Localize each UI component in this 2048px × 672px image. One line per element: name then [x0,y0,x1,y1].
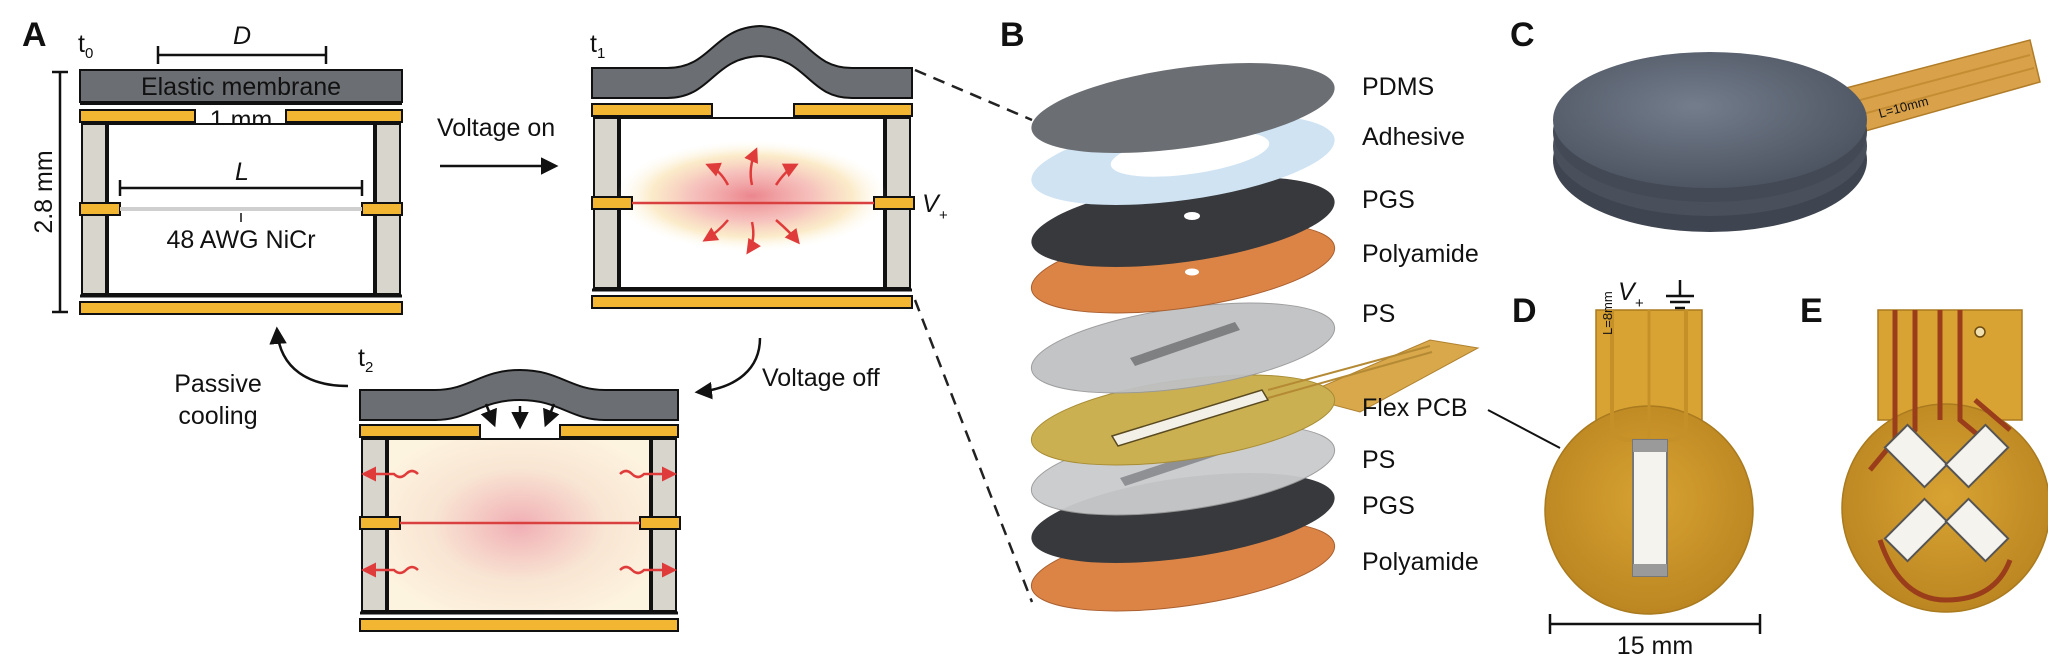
time-label-t0: t0 [78,30,93,62]
cell-t1: t1 V+ [590,24,948,309]
layer-labels: PDMS Adhesive PGS Polyamide PS Flex PCB … [1362,73,1479,576]
heater-pcb-photo: L=8mm [1544,291,1754,615]
bulged-membrane [591,24,913,99]
layer-label-pdms: PDMS [1362,73,1434,101]
layer-label-ps: PS [1362,300,1395,328]
inward-arrows [480,403,560,430]
layer-label-pgs: PGS [1362,186,1415,214]
heater-element-4 [1944,497,2010,563]
layer-stack [1030,63,1480,612]
heater-element-2 [1944,423,2010,489]
passive-cooling-arrow [269,326,349,388]
flex-pcb-leader-line [1487,409,1561,449]
layer-label-polyamide: Polyamide [1362,240,1479,268]
voltage-off-label: Voltage off [762,364,880,392]
heater-element-1 [1883,423,1949,489]
diameter-label: D [233,22,251,50]
membrane-label: Elastic membrane [141,73,341,101]
device-disc-top [1553,52,1867,188]
heat-zone [617,141,887,251]
cell-t2: t2 [358,344,681,632]
zoom-connector-top [914,68,1033,122]
relaxing-membrane [359,368,679,421]
heater-element-3 [1883,497,1949,563]
height-label: 2.8 mm [30,150,58,233]
passive-cooling-line2: cooling [178,402,257,430]
time-label-t1: t1 [590,30,605,62]
assembled-device-photo: L=10mm [1553,39,2041,232]
pcb-print-d: L=8mm [1600,291,1615,335]
multi-heater-pcb-photo [1841,309,2048,613]
panel-label-a: A [22,16,47,54]
panel-label-b: B [1000,16,1025,54]
scale-bar-label: 15 mm [1617,632,1693,660]
elastic-membrane [79,69,403,103]
ground-symbol [1666,280,1694,310]
cell-t0: t0 D 2.8 mm Elastic membrane 1 mm L [30,22,403,315]
layer-label-ps-bottom: PS [1362,446,1395,474]
voltage-on-label: Voltage on [437,114,555,142]
time-label-t2: t2 [358,344,373,376]
wire-label: 48 AWG NiCr [166,226,315,254]
layer-pdms [1031,63,1335,153]
panel-label-d: D [1512,292,1537,330]
vplus-label-d: V+ [1618,278,1644,312]
panel-label-c: C [1510,16,1535,54]
vplus-label-a: V+ [922,190,948,224]
nicr-heater-element [1632,439,1668,577]
layer-label-flex-pcb: Flex PCB [1362,394,1468,422]
layer-label-pgs-bottom: PGS [1362,492,1415,520]
layer-label-adhesive: Adhesive [1362,123,1465,151]
voltage-off-arrow [694,337,762,400]
passive-cooling-line1: Passive [174,370,262,398]
length-label: L [235,158,249,186]
panel-label-e: E [1800,292,1823,330]
heat-arrows [702,147,800,255]
zoom-connector-bottom [913,299,1034,603]
cooling-chamber [387,438,651,612]
outward-heat-arrows [361,466,677,578]
layer-label-polyamide-bottom: Polyamide [1362,548,1479,576]
